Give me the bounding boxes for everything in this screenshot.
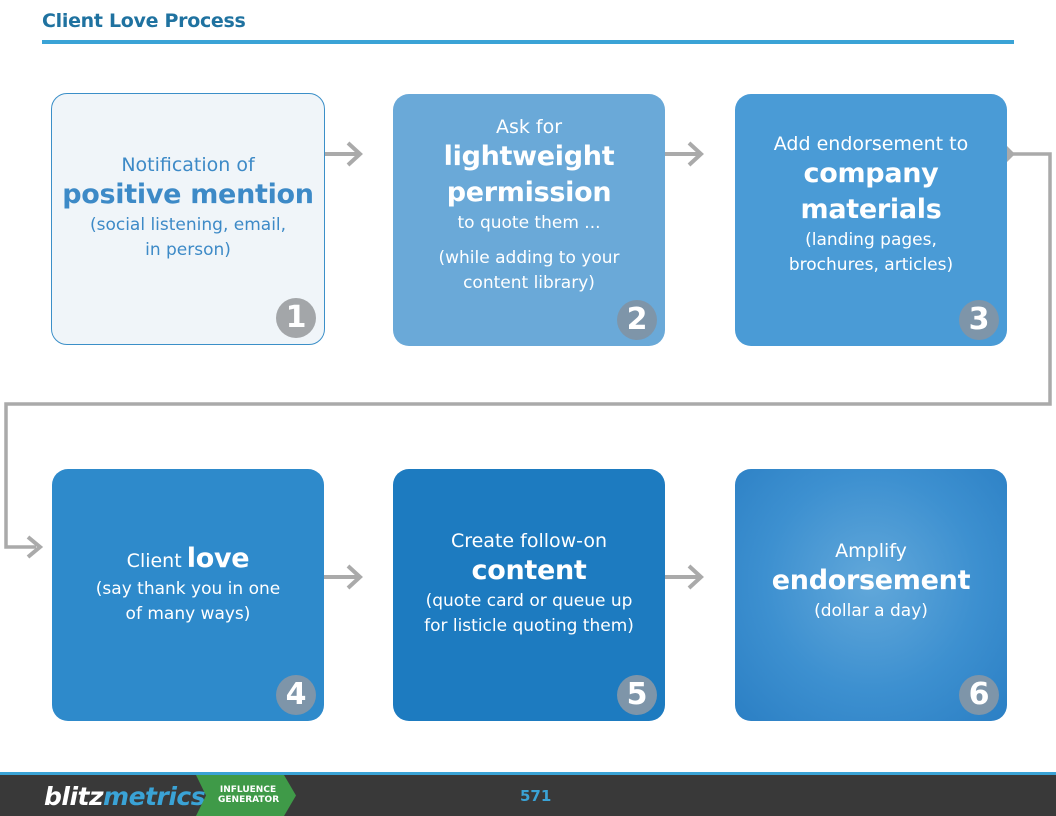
step-1-intro: Notification of bbox=[121, 154, 255, 176]
step-1-detail-2: in person) bbox=[145, 240, 231, 260]
step-number-badge: 5 bbox=[617, 675, 657, 715]
blitzmetrics-logo: blitzmetrics bbox=[44, 782, 206, 811]
step-3-intro: Add endorsement to bbox=[773, 133, 969, 155]
step-2-headline-1: lightweight bbox=[443, 140, 615, 172]
step-number-badge: 6 bbox=[959, 675, 999, 715]
step-4-headline: love bbox=[186, 543, 250, 574]
step-card-1: Notification of positive mention (social… bbox=[51, 93, 325, 345]
arrow-right-icon bbox=[324, 141, 363, 167]
step-3-headline-1: company bbox=[803, 158, 939, 189]
step-card-3: Add endorsement to company materials (la… bbox=[735, 94, 1007, 346]
title-divider bbox=[42, 40, 1014, 44]
step-6-intro: Amplify bbox=[835, 539, 907, 562]
step-card-5: Create follow-on content (quote card or … bbox=[393, 469, 665, 721]
step-3-headline-2: materials bbox=[800, 194, 942, 225]
step-number-badge: 4 bbox=[276, 675, 316, 715]
arrow-right-icon bbox=[665, 564, 704, 590]
step-5-detail-2: for listicle quoting them) bbox=[424, 616, 634, 636]
step-2-detail-2: content library) bbox=[463, 272, 595, 293]
step-6-headline: endorsement bbox=[771, 564, 971, 596]
step-4-intro: Client bbox=[126, 550, 182, 572]
step-2-intro: Ask for bbox=[495, 115, 563, 138]
step-5-headline: content bbox=[471, 555, 587, 586]
arrow-right-icon bbox=[665, 141, 704, 167]
page-title: Client Love Process bbox=[42, 10, 246, 32]
step-3-detail-1: (landing pages, bbox=[805, 230, 937, 250]
step-2-headline-2: permission bbox=[446, 176, 612, 208]
influence-generator-badge: INFLUENCE GENERATOR bbox=[218, 785, 280, 805]
step-2-subline: to quote them ... bbox=[457, 212, 601, 233]
step-3-detail-2: brochures, articles) bbox=[788, 255, 954, 275]
step-5-detail-1: (quote card or queue up bbox=[425, 591, 633, 611]
step-4-detail-2: of many ways) bbox=[125, 604, 251, 624]
page-number: 571 bbox=[520, 787, 552, 805]
step-4-detail-1: (say thank you in one bbox=[95, 579, 281, 599]
step-number-badge: 1 bbox=[276, 298, 316, 338]
arrow-right-icon bbox=[324, 564, 363, 590]
footer-bar: blitzmetrics INFLUENCE GENERATOR 571 bbox=[0, 772, 1056, 816]
step-1-detail-1: (social listening, email, bbox=[89, 215, 287, 235]
step-card-4: Client love (say thank you in one of man… bbox=[52, 469, 324, 721]
connector-row-wrap bbox=[4, 146, 1052, 559]
step-4-heading: Client love bbox=[127, 541, 250, 577]
step-1-headline: positive mention bbox=[62, 179, 314, 210]
step-card-6: Amplify endorsement (dollar a day) 6 bbox=[735, 469, 1007, 721]
step-6-detail-1: (dollar a day) bbox=[814, 600, 928, 621]
influence-generator-badge-shape bbox=[196, 775, 296, 816]
step-number-badge: 3 bbox=[959, 300, 999, 340]
step-number-badge: 2 bbox=[617, 300, 657, 340]
step-card-2: Ask for lightweight permission to quote … bbox=[393, 94, 665, 346]
step-5-intro: Create follow-on bbox=[450, 530, 608, 552]
step-2-detail-1: (while adding to your bbox=[438, 247, 620, 268]
